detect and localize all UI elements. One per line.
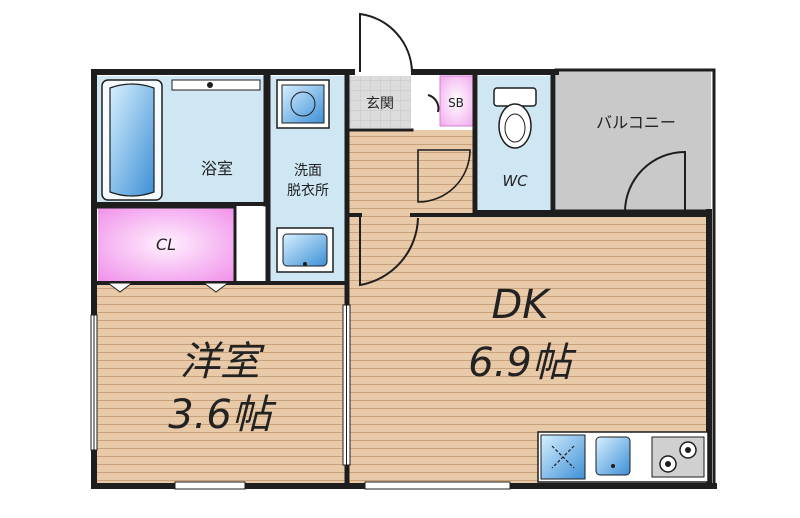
bath-faucet-icon	[171, 79, 261, 91]
western-room-name: 洋室	[180, 339, 265, 385]
dk-name: DK	[491, 282, 551, 328]
toilet-icon	[493, 87, 537, 149]
shoe-box-label: SB	[448, 96, 464, 110]
entrance-label: 玄関	[366, 95, 394, 112]
closet-doors	[106, 282, 230, 293]
dk-size: 6.9帖	[468, 340, 577, 386]
hall-floor	[347, 130, 475, 215]
washroom-label-line2: 脱衣所	[287, 183, 329, 199]
toilet-label: WC	[502, 172, 528, 190]
bathtub-icon	[101, 79, 163, 201]
kitchen-sink-icon	[595, 436, 631, 476]
washing-machine-icon	[276, 79, 330, 129]
western-room-floor	[95, 283, 347, 483]
balcony-floor	[556, 70, 711, 212]
balcony-label: バルコニー	[596, 113, 676, 132]
windows	[90, 304, 511, 490]
entrance-floor	[349, 76, 411, 128]
stove-icon	[651, 436, 705, 478]
bath-label: 浴室	[201, 159, 233, 178]
western-room-size: 3.6帖	[168, 392, 277, 438]
closet-label: CL	[156, 235, 176, 254]
sink-icon	[276, 227, 334, 273]
doors	[359, 12, 686, 287]
fridge-icon	[540, 434, 586, 480]
closet-floor	[98, 207, 235, 281]
washroom-label-line1: 洗面	[294, 163, 322, 179]
